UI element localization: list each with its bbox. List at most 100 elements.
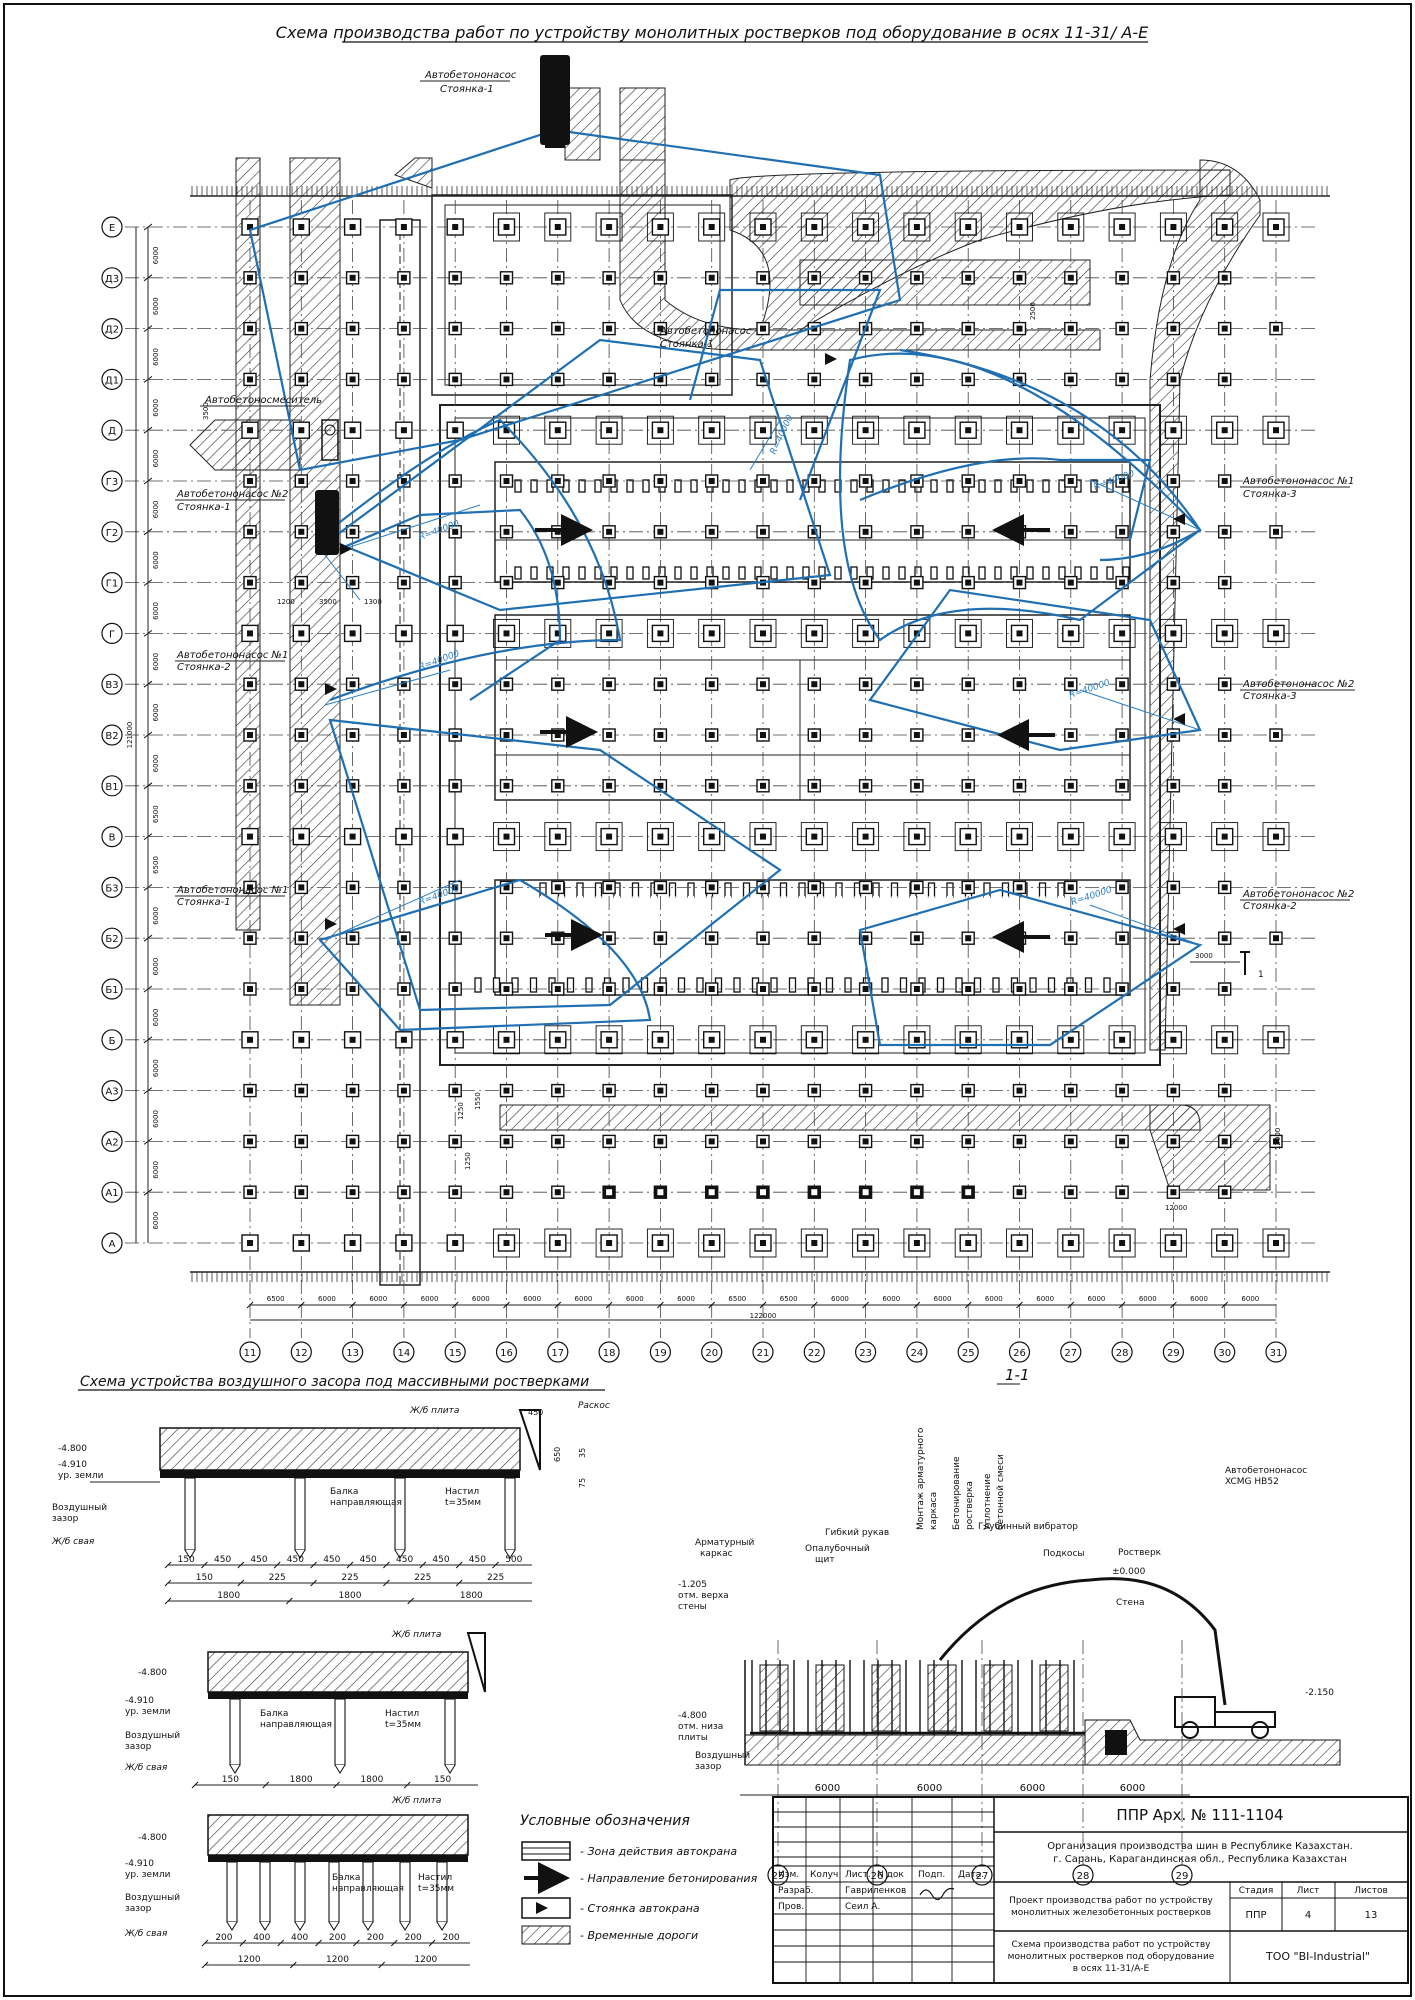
svg-text:Автобетононасос №1: Автобетононасос №1 bbox=[176, 884, 288, 896]
svg-text:г. Сарань, Карагандинская обл.: г. Сарань, Карагандинская обл., Республи… bbox=[1053, 1854, 1347, 1865]
row-axis-label: В1 bbox=[105, 782, 118, 793]
row-axis-label: Г bbox=[109, 629, 115, 640]
signature bbox=[919, 1887, 955, 1901]
svg-text:t=35мм: t=35мм bbox=[445, 1498, 481, 1508]
column-spacing: 6500 bbox=[780, 1295, 798, 1303]
boundary-bottom bbox=[191, 1272, 1328, 1282]
section-label: 1-1 bbox=[1005, 1366, 1030, 1384]
svg-text:Балка: Балка bbox=[332, 1873, 360, 1883]
pump-truck-left bbox=[315, 490, 339, 555]
row-axis-label: А1 bbox=[105, 1188, 118, 1199]
column-axis-label: 31 bbox=[1270, 1348, 1283, 1359]
pile-markers bbox=[241, 212, 1290, 1258]
detail-dimension: 225 bbox=[414, 1573, 431, 1583]
column-axis-bubble bbox=[393, 1341, 415, 1363]
section-axis-label: 29 bbox=[1176, 1871, 1189, 1882]
column-spacing: 6000 bbox=[1088, 1295, 1106, 1303]
column-axis-label: 11 bbox=[244, 1348, 257, 1359]
svg-text:ур. земли: ур. земли bbox=[125, 1870, 171, 1880]
svg-text:Лист: Лист bbox=[1297, 1886, 1320, 1896]
svg-text:Стоянка-3: Стоянка-3 bbox=[1243, 691, 1297, 702]
svg-text:зазор: зазор bbox=[125, 1742, 152, 1752]
row-axis-label: Б3 bbox=[105, 883, 118, 894]
detail-dimension: 1800 bbox=[290, 1775, 313, 1785]
svg-text:Настил: Настил bbox=[445, 1487, 479, 1497]
row-axis-bubble bbox=[101, 318, 123, 340]
svg-text:-4.910: -4.910 bbox=[125, 1696, 154, 1706]
svg-text:±0.000: ±0.000 bbox=[1112, 1567, 1146, 1577]
detail-dimension: 225 bbox=[487, 1573, 504, 1583]
svg-text:1250: 1250 bbox=[464, 1152, 472, 1170]
svg-text:Воздушный: Воздушный bbox=[125, 1893, 180, 1903]
svg-text:75: 75 bbox=[578, 1478, 587, 1488]
svg-text:направляющая: направляющая bbox=[332, 1884, 404, 1894]
row-spacing: 6000 bbox=[152, 907, 160, 925]
svg-text:зазор: зазор bbox=[52, 1514, 79, 1524]
row-spacing: 6000 bbox=[152, 602, 160, 620]
svg-text:Изм.: Изм. bbox=[778, 1870, 799, 1880]
detail-dimension: 1800 bbox=[217, 1591, 240, 1601]
column-spacing: 6000 bbox=[677, 1295, 695, 1303]
section-axis-bubble bbox=[1072, 1864, 1094, 1886]
section-1-1: Арматурный каркас Гибкий рукав Опалубочн… bbox=[678, 1427, 1341, 1886]
svg-text:Стоянка-1: Стоянка-1 bbox=[177, 897, 231, 908]
row-axis-bubble bbox=[101, 1232, 123, 1254]
row-axis-label: Г1 bbox=[106, 579, 118, 590]
row-spacing: 6000 bbox=[152, 958, 160, 976]
svg-text:Стоянка-3: Стоянка-3 bbox=[1243, 489, 1297, 500]
row-dimensions: 6000600060006000600060006000600060006000… bbox=[126, 223, 160, 1243]
column-axis-label: 22 bbox=[808, 1348, 821, 1359]
detail-dimension: 200 bbox=[215, 1933, 232, 1943]
svg-text:Ж/б плита: Ж/б плита bbox=[409, 1406, 459, 1416]
column-spacing: 6000 bbox=[882, 1295, 900, 1303]
detail-dimension: 200 bbox=[405, 1933, 422, 1943]
row-axis-bubble bbox=[101, 368, 123, 390]
svg-text:-1.205: -1.205 bbox=[678, 1580, 707, 1590]
svg-text:XCMG HB52: XCMG HB52 bbox=[1225, 1477, 1279, 1487]
svg-text:Стоянка-2: Стоянка-2 bbox=[1243, 901, 1297, 912]
row-axis-label: Г2 bbox=[106, 528, 118, 539]
section-axis-label: 26 bbox=[871, 1871, 884, 1882]
row-axis-bubble bbox=[101, 470, 123, 492]
svg-text:2500: 2500 bbox=[1029, 302, 1037, 320]
detail-dimension: 200 bbox=[367, 1933, 384, 1943]
svg-text:35: 35 bbox=[578, 1448, 587, 1458]
svg-text:Балка: Балка bbox=[330, 1487, 358, 1497]
svg-text:зазор: зазор bbox=[695, 1762, 722, 1772]
svg-text:Опалубочный: Опалубочный bbox=[805, 1544, 870, 1554]
main-title: Схема производства работ по устройству м… bbox=[276, 23, 1149, 42]
svg-text:Арматурный: Арматурный bbox=[695, 1538, 754, 1548]
air-gap-detail: Схема устройства воздушного засора под м… bbox=[51, 1374, 610, 1969]
column-axis-label: 20 bbox=[705, 1348, 718, 1359]
detail-dimension: 450 bbox=[360, 1555, 377, 1565]
column-spacing: 6000 bbox=[1036, 1295, 1054, 1303]
svg-text:Балка: Балка bbox=[260, 1709, 288, 1719]
column-axis-label: 15 bbox=[449, 1348, 462, 1359]
column-axis-label: 26 bbox=[1013, 1348, 1026, 1359]
column-axis-label: 30 bbox=[1218, 1348, 1231, 1359]
column-axis-bubble bbox=[803, 1341, 825, 1363]
column-axis-label: 23 bbox=[859, 1348, 872, 1359]
detail-dimension: 450 bbox=[469, 1555, 486, 1565]
column-axis-label: 16 bbox=[500, 1348, 513, 1359]
svg-text:-4.800: -4.800 bbox=[678, 1711, 707, 1721]
detail-dimension: 400 bbox=[291, 1933, 308, 1943]
detail-dimension: 450 bbox=[396, 1555, 413, 1565]
row-axis-label: А2 bbox=[105, 1137, 118, 1148]
svg-text:Схема производства работ по ус: Схема производства работ по устройству bbox=[1011, 1940, 1211, 1950]
svg-text:Подп.: Подп. bbox=[918, 1870, 945, 1880]
svg-text:Стена: Стена bbox=[1116, 1598, 1144, 1608]
row-total: 121000 bbox=[126, 722, 134, 749]
row-spacing: 6000 bbox=[152, 348, 160, 366]
column-axis-label: 17 bbox=[551, 1348, 564, 1359]
column-spacing: 6000 bbox=[626, 1295, 644, 1303]
title-block: ППР Арх. № 111-1104 Организация производ… bbox=[772, 1796, 1409, 1984]
svg-text:3500: 3500 bbox=[202, 402, 210, 420]
column-axis-label: 27 bbox=[1064, 1348, 1077, 1359]
svg-text:-4.910: -4.910 bbox=[58, 1460, 87, 1470]
svg-text:щит: щит bbox=[815, 1555, 835, 1565]
column-axis-bubble bbox=[444, 1341, 466, 1363]
svg-text:Лист.: Лист. bbox=[845, 1870, 871, 1880]
svg-text:Бетонирование: Бетонирование bbox=[952, 1456, 962, 1530]
concreting-arrows bbox=[535, 514, 1055, 953]
